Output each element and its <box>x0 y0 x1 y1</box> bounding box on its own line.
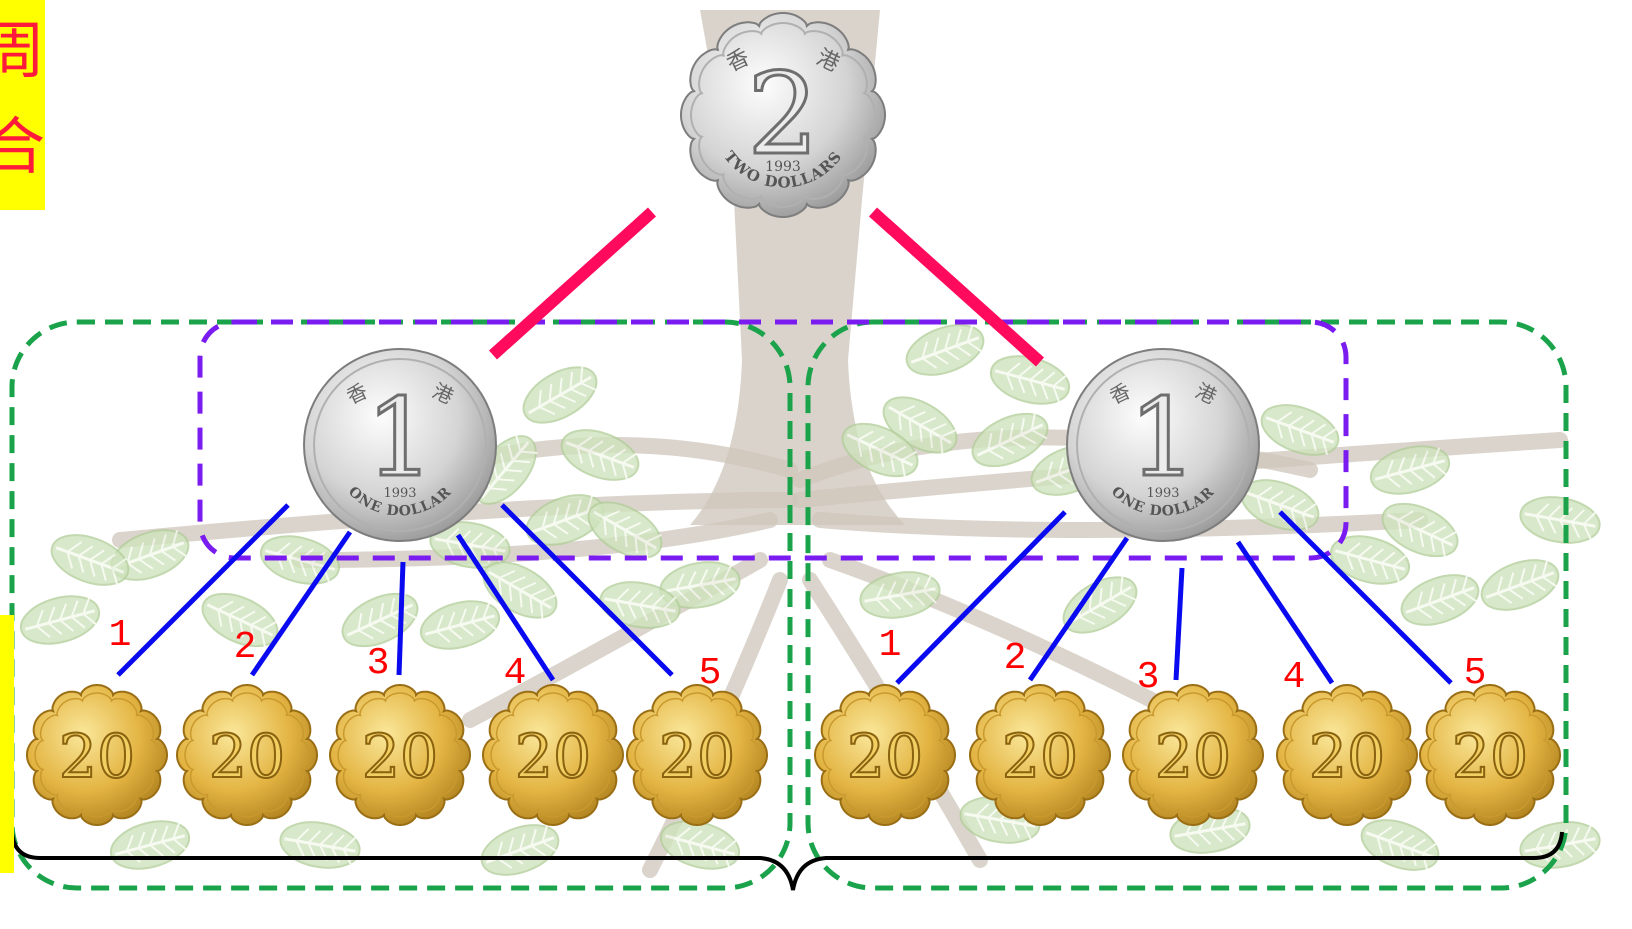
leaf <box>1400 574 1480 626</box>
leaf <box>109 820 191 870</box>
coin-numeral: 2 <box>747 50 818 180</box>
twenty-cent-coin-right-4: 20 <box>1276 684 1418 826</box>
count-label-right-5: 5 <box>1464 652 1487 695</box>
one-dollar-coin-right: 香港11993ONE DOLLAR <box>1066 348 1260 542</box>
count-label-left-4: 4 <box>504 652 527 695</box>
leaf <box>50 534 130 586</box>
leaf <box>201 592 279 648</box>
twenty-cent-coin-left-5: 20 <box>626 684 768 826</box>
branch-line-left-4 <box>455 533 556 682</box>
leaf <box>599 581 681 629</box>
leaf <box>480 824 560 876</box>
leaf <box>560 429 640 481</box>
leaf <box>1369 445 1451 495</box>
branch-line-right-3 <box>1173 567 1185 681</box>
coin-numeral: 20 <box>1452 722 1528 792</box>
coin-numeral: 20 <box>659 722 735 792</box>
coin-numeral: 20 <box>515 722 591 792</box>
leaf <box>1480 559 1560 611</box>
leaf <box>1519 496 1601 544</box>
split-line-left <box>488 207 657 360</box>
one-dollar-coin-left: 香港11993ONE DOLLAR <box>303 348 497 542</box>
count-label-left-1: 1 <box>109 614 132 657</box>
twenty-cent-coin-left-3: 20 <box>329 684 471 826</box>
count-label-left-2: 2 <box>234 626 257 669</box>
side-label-background <box>0 0 45 210</box>
twenty-cent-coin-right-1: 20 <box>814 684 956 826</box>
leaf <box>419 600 501 650</box>
coin-numeral: 20 <box>59 722 135 792</box>
branch-line-right-5 <box>1278 510 1453 685</box>
twenty-cent-coin-left-1: 20 <box>26 684 168 826</box>
leaf <box>587 501 663 560</box>
coin-numeral: 20 <box>1155 722 1231 792</box>
leaf <box>1260 404 1340 456</box>
twenty-cent-coin-right-3: 20 <box>1122 684 1264 826</box>
leaf <box>19 595 101 645</box>
coin-numeral: 20 <box>1309 722 1385 792</box>
split-line-right <box>868 207 1045 367</box>
twenty-cent-coin-right-2: 20 <box>969 684 1111 826</box>
side-label-char-2: 合 <box>0 110 45 183</box>
leaf <box>659 561 741 609</box>
coin-year: 1993 <box>765 159 801 175</box>
branch-line-left-1 <box>116 503 290 677</box>
branch-line-right-2 <box>1027 536 1130 682</box>
two-dollar-coin: 香港21993TWO DOLLARS <box>680 12 886 218</box>
count-label-right-1: 1 <box>879 624 902 667</box>
leaf <box>859 571 941 619</box>
branch-line-left-5 <box>500 503 674 677</box>
leaf <box>971 412 1049 468</box>
leaf <box>1360 819 1440 871</box>
coin-numeral: 20 <box>209 722 285 792</box>
coin-numeral: 1 <box>366 376 435 501</box>
branch-line-left-3 <box>396 561 406 676</box>
tree-root <box>812 512 1428 538</box>
coin-numeral: 20 <box>847 722 923 792</box>
coin-numeral: 20 <box>1002 722 1078 792</box>
total-brace <box>10 831 1564 891</box>
coin-year: 1993 <box>383 486 416 501</box>
leaf <box>525 494 605 546</box>
coin-numeral: 1 <box>1129 376 1198 501</box>
side-label-strip-bottom <box>0 615 14 873</box>
branch-line-left-2 <box>249 530 353 677</box>
count-label-left-5: 5 <box>699 652 722 695</box>
leaf <box>1381 502 1459 558</box>
twenty-cent-coin-left-2: 20 <box>176 684 318 826</box>
twenty-cent-coin-left-4: 20 <box>482 684 624 826</box>
coin-numeral: 20 <box>362 722 438 792</box>
one-dollar-pair-box <box>197 319 1349 561</box>
tree-background <box>19 10 1601 878</box>
side-label-char-1: 周 <box>0 14 45 87</box>
branch-line-right-1 <box>895 510 1067 685</box>
leaf <box>1240 479 1320 531</box>
leaf <box>522 365 598 424</box>
count-label-right-2: 2 <box>1004 637 1027 680</box>
twenty-cent-coin-right-5: 20 <box>1419 684 1561 826</box>
coin-year: 1993 <box>1146 486 1179 501</box>
leaf <box>279 821 361 869</box>
count-label-right-3: 3 <box>1137 656 1160 699</box>
leaf <box>110 529 190 581</box>
count-label-right-4: 4 <box>1283 656 1306 699</box>
branch-line-right-4 <box>1235 540 1335 685</box>
count-label-left-3: 3 <box>367 642 390 685</box>
leaf <box>905 324 985 376</box>
leaf <box>841 422 919 478</box>
leaf <box>1329 535 1411 585</box>
tree-root <box>112 492 798 548</box>
